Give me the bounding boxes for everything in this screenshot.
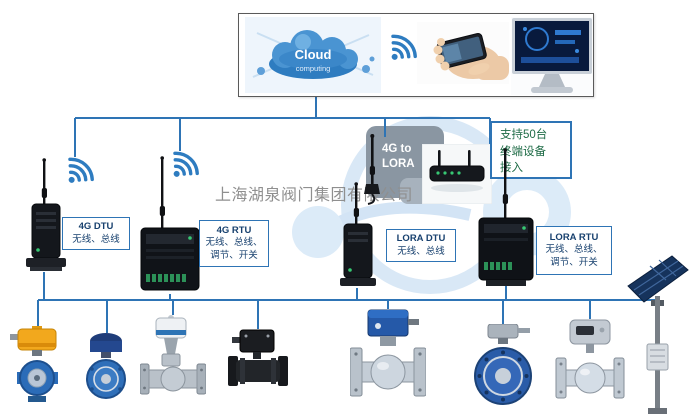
lora-rtu-device [478, 148, 534, 286]
company-watermark: 上海湖泉阀门集团有限公司 [215, 187, 414, 204]
cloud-subtitle: computing [296, 64, 331, 73]
4g-lora-router-device [422, 144, 492, 204]
electric-butterfly-valve-compact-icon [86, 333, 126, 399]
4g-to-lora-overlay: 4G to LORA [382, 143, 415, 170]
electric-globe-valve-icon [140, 315, 206, 395]
wifi-signal-icon [68, 157, 94, 183]
cloud-computing-icon: Cloud computing [245, 17, 381, 93]
wifi-signal-icon [173, 151, 199, 177]
mobile-phone-in-hand-icon [417, 22, 509, 84]
device-title: 4G RTU [216, 224, 252, 236]
wifi-signal-icon [391, 34, 417, 60]
device-desc: 无线、总线、 调节、开关 [205, 237, 263, 261]
device-desc: 无线、总线、 调节、开关 [545, 244, 603, 268]
label-lora-dtu: LORA DTU 无线、总线 [386, 229, 456, 262]
electric-butterfly-valve-yellow-actuator-icon [10, 326, 58, 402]
device-title: LORA DTU [396, 232, 446, 244]
gateway-antenna-icon [364, 134, 380, 205]
device-desc: 无线、总线 [397, 245, 445, 257]
electric-stainless-ball-valve-icon [555, 319, 625, 399]
electric-flanged-ball-valve-blue-icon [350, 309, 426, 397]
label-4g-rtu: 4G RTU 无线、总线、 调节、开关 [199, 220, 269, 267]
device-desc: 无线、总线 [72, 233, 120, 245]
cloud-title: Cloud [295, 47, 332, 62]
cloud-platform-panel: Cloud computing [238, 13, 594, 97]
gear-operated-butterfly-valve-icon [474, 324, 532, 405]
solar-power-pole-icon [627, 255, 689, 414]
4g-rtu-device [140, 156, 200, 291]
label-lora-rtu: LORA RTU 无线、总线、 调节、开关 [536, 226, 612, 275]
label-4g-dtu: 4G DTU 无线、总线 [62, 217, 130, 250]
device-title: LORA RTU [549, 231, 599, 243]
electric-ball-valve-black-icon [228, 329, 288, 386]
4g-dtu-device [26, 158, 66, 271]
lora-dtu-device [340, 182, 376, 286]
desktop-monitor-icon [511, 17, 593, 95]
device-title: 4G DTU [78, 220, 114, 232]
